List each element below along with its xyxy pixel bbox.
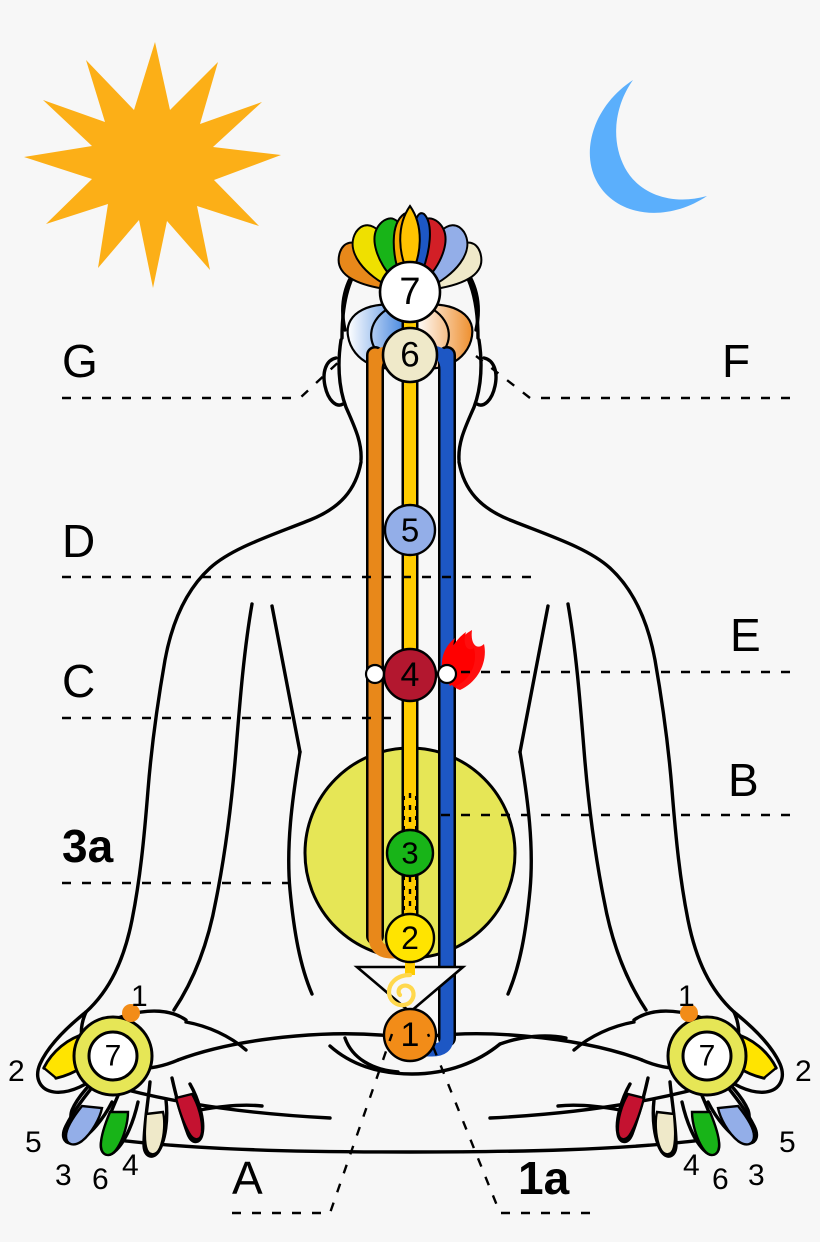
- chakra-label-5: 5: [401, 512, 419, 549]
- right-hand-label-2: 2: [795, 1055, 812, 1088]
- left-ring-tip: [143, 1110, 166, 1156]
- leader-line-A: [232, 1033, 394, 1215]
- chakra-node-7[interactable]: 7: [378, 260, 442, 324]
- label-3a: 3a: [62, 820, 114, 872]
- chakra-label-1: 1: [401, 1016, 420, 1054]
- left-hand-label-3: 3: [55, 1159, 72, 1192]
- chakra-label-7: 7: [399, 271, 420, 313]
- chakra-label-2: 2: [401, 920, 419, 956]
- label-E: E: [730, 609, 761, 661]
- right-hand-label-1: 1: [678, 980, 695, 1013]
- label-A: A: [232, 1152, 263, 1204]
- right-middle-tip: [690, 1110, 721, 1157]
- left-wrist-dot: [122, 1004, 140, 1022]
- nadi-crossing-dot-right: [436, 663, 458, 685]
- left-hand: 7: [35, 1004, 264, 1158]
- moon-icon: [589, 80, 707, 213]
- chakra-node-3[interactable]: 3: [385, 828, 435, 878]
- chakra-node-4[interactable]: 4: [382, 647, 438, 703]
- label-C: C: [62, 655, 96, 707]
- left-hand-label-6: 6: [92, 1163, 109, 1196]
- right-hand: [556, 1004, 785, 1158]
- label-1a: 1a: [518, 1152, 570, 1204]
- label-D: D: [62, 515, 96, 567]
- right-ring-tip: [654, 1110, 677, 1156]
- nadi-crossing-dot-left: [364, 663, 386, 685]
- left-little-tip: [174, 1092, 204, 1141]
- chakra-node-2[interactable]: 2: [384, 912, 436, 964]
- sun-icon: [24, 42, 281, 288]
- left-hand-label-2: 2: [8, 1055, 25, 1088]
- left-hand-label-4: 4: [122, 1149, 139, 1182]
- left-palm-chakra-label: 7: [105, 1040, 122, 1073]
- right-palm-chakra-label: 7: [699, 1040, 716, 1073]
- reference-lines: [62, 355, 790, 1215]
- left-index-tip: [64, 1104, 104, 1146]
- right-wrist-dot: [680, 1004, 698, 1022]
- left-middle-tip: [99, 1110, 130, 1157]
- chakra-node-6[interactable]: 6: [381, 326, 439, 384]
- chakra-label-6: 6: [400, 336, 419, 375]
- left-hand-label-1: 1: [131, 980, 148, 1013]
- chakra-node-1[interactable]: 1: [382, 1007, 438, 1063]
- leader-line-F: [475, 355, 790, 400]
- kundalini-spiral: [386, 972, 416, 1008]
- chakra-label-4: 4: [401, 656, 420, 694]
- label-F: F: [722, 335, 751, 387]
- chakra-label-3: 3: [401, 836, 418, 871]
- leader-line-G: [62, 355, 346, 400]
- label-G: G: [62, 335, 98, 387]
- right-little-tip: [616, 1092, 646, 1141]
- left-hand-label-5: 5: [25, 1126, 42, 1159]
- chakra-nodes: 7 6 5 4 3 2 1: [378, 260, 442, 1063]
- chakra-node-5[interactable]: 5: [383, 503, 437, 557]
- right-index-tip: [716, 1104, 756, 1146]
- right-hand-label-3: 3: [748, 1159, 765, 1192]
- right-hand-label-4: 4: [683, 1149, 700, 1182]
- right-hand-label-6: 6: [712, 1163, 729, 1196]
- right-hand-label-5: 5: [779, 1126, 796, 1159]
- label-B: B: [728, 754, 759, 806]
